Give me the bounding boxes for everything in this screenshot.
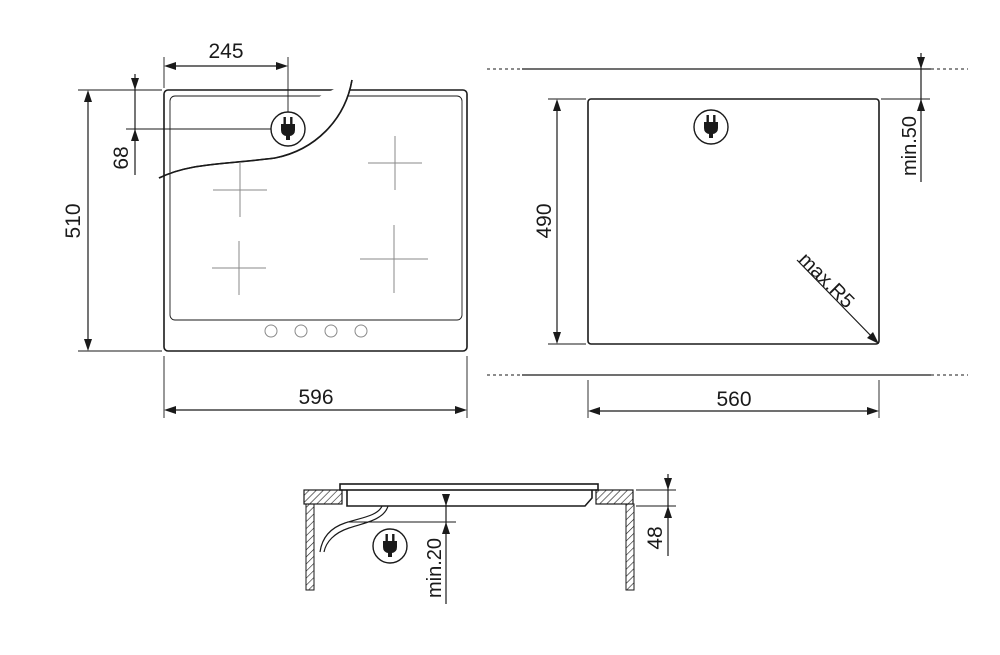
cutout-outline: [587, 98, 880, 345]
worktop-left: [303, 489, 343, 505]
hob-glass-side: [339, 483, 599, 491]
dim-68-label: 68: [110, 146, 133, 169]
control-knob: [354, 324, 368, 338]
glass-panel: [169, 95, 463, 321]
dim-min20-label: min.20: [424, 538, 446, 598]
control-knob: [264, 324, 278, 338]
dim-596-label: 596: [298, 386, 333, 409]
cabinet-wall-left: [305, 503, 315, 591]
cooking-zone-front-left: [211, 240, 267, 296]
control-knob: [324, 324, 338, 338]
cabinet-wall-right: [625, 503, 635, 591]
dim-560-label: 560: [716, 388, 751, 411]
plug-icon: [372, 528, 408, 564]
dim-510-label: 510: [62, 203, 85, 238]
hob-top-view: 245 68 510 596: [62, 40, 468, 418]
dim-490-label: 490: [533, 203, 556, 238]
dim-245-label: 245: [208, 40, 243, 63]
control-knob: [294, 324, 308, 338]
cutout-view: 490 min.50 max.R5 560: [487, 53, 968, 418]
dim-48-label: 48: [644, 526, 667, 549]
plug-icon: [270, 111, 306, 147]
corner-radius-label: max.R5: [794, 249, 858, 313]
worktop-right: [595, 489, 634, 505]
cooking-zone-front-right: [359, 224, 429, 294]
cooking-zone-rear-left: [212, 162, 268, 218]
hob-body-side: [346, 490, 593, 507]
power-cable: [319, 505, 383, 553]
plug-icon: [693, 109, 729, 145]
cooking-zone-rear-right: [367, 135, 423, 191]
dim-min50-label: min.50: [899, 116, 921, 176]
hob-outline: [163, 89, 468, 352]
side-section-view: min.20 48: [303, 474, 676, 604]
